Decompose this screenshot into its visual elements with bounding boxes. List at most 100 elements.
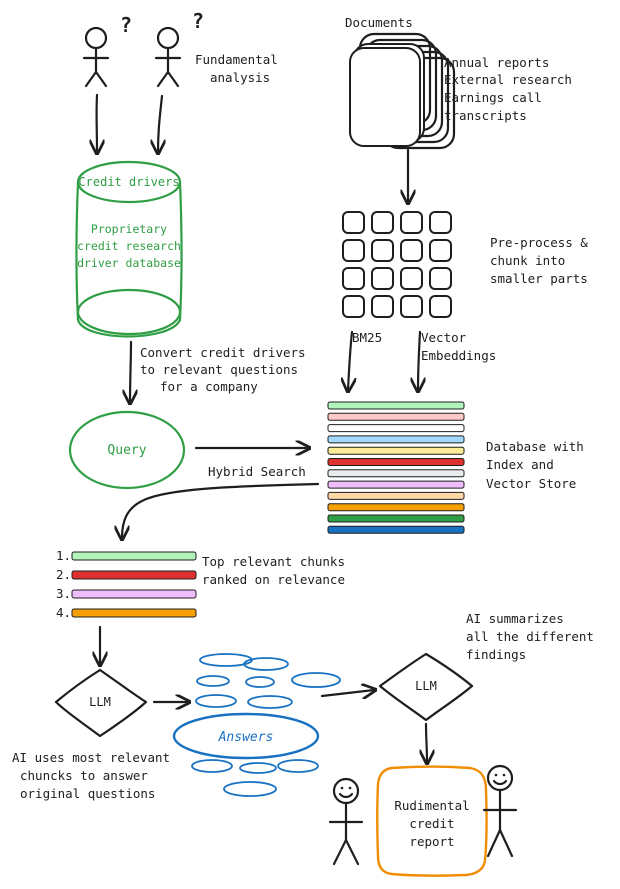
rank-number: 2. — [56, 567, 71, 582]
chunk-cell — [342, 239, 365, 262]
ranked-chunks-list: 1. 2. 3. 4. — [56, 548, 197, 620]
chunk-cell — [342, 267, 365, 290]
svg-text:Vector: Vector — [421, 330, 467, 345]
top-chunks-label: Top relevant chunks ranked on relevance — [202, 554, 345, 587]
store-layer — [327, 401, 465, 410]
vector-embeddings-label: Vector Embeddings — [421, 330, 496, 363]
answers-main-ellipse — [172, 712, 320, 760]
vector-store-stack — [327, 401, 465, 534]
chunk-grid-icon — [342, 211, 452, 318]
chunk-cell — [400, 211, 423, 234]
bm25-label: BM25 — [352, 330, 382, 345]
ai-summarizes-label: AI summarizes all the different findings — [466, 611, 594, 662]
store-layer — [327, 480, 465, 489]
stick-figure-icon — [482, 764, 518, 858]
store-layer — [327, 458, 465, 466]
store-layer — [327, 424, 465, 433]
stick-figure-icon — [328, 777, 364, 866]
stick-figure-icon — [82, 26, 110, 88]
arrow-vector-to-store — [418, 330, 420, 390]
hybrid-search-label: Hybrid Search — [208, 464, 306, 479]
store-layer — [327, 435, 465, 444]
arrow-answers-to-llm — [320, 690, 374, 696]
document-types-label: Annual reports External research Earning… — [444, 55, 572, 123]
answers-cluster: Answers — [172, 653, 341, 797]
ai-uses-label: AI uses most relevant chuncks to answer … — [12, 750, 170, 801]
svg-text:External research: External research — [444, 72, 572, 87]
ranked-chunk-bar — [71, 551, 197, 561]
svg-text:Top relevant chunks: Top relevant chunks — [202, 554, 345, 569]
credit-drivers-label: Credit drivers — [78, 175, 179, 189]
svg-text:ranked on relevance: ranked on relevance — [202, 572, 345, 587]
ranked-chunk-bar — [71, 608, 197, 618]
fundamental-analysis-label: Fundamental analysis — [195, 52, 278, 85]
chunk-cell — [429, 239, 452, 262]
arrow-db-to-query — [130, 340, 131, 402]
svg-text:Pre-process &: Pre-process & — [490, 235, 588, 250]
arrow-store-to-ranked — [122, 482, 320, 538]
svg-text:Index and: Index and — [486, 457, 554, 472]
svg-text:analysis: analysis — [210, 70, 270, 85]
arrow-llm-to-report — [426, 722, 427, 762]
chunk-cell — [371, 239, 394, 262]
svg-text:for a company: for a company — [160, 379, 258, 394]
svg-text:all the different: all the different — [466, 629, 594, 644]
store-layer — [327, 503, 465, 512]
svg-text:Earnings call: Earnings call — [444, 90, 542, 105]
documents-label: Documents — [345, 15, 413, 30]
llm-node-first: LLM — [54, 668, 148, 738]
svg-text:Proprietary: Proprietary — [91, 222, 167, 236]
svg-text:to relevant questions: to relevant questions — [140, 362, 298, 377]
svg-text:Database with: Database with — [486, 439, 584, 454]
arrow-figure-right-to-db — [158, 94, 162, 152]
svg-text:Query: Query — [107, 443, 146, 458]
svg-text:Annual reports: Annual reports — [444, 55, 549, 70]
svg-text:chuncks to answer: chuncks to answer — [20, 768, 148, 783]
document-stack-icon — [349, 32, 456, 150]
svg-text:report: report — [409, 834, 454, 849]
store-layer — [327, 525, 465, 534]
store-layer — [327, 469, 465, 478]
store-layer — [327, 514, 465, 523]
database-store-label: Database with Index and Vector Store — [486, 439, 584, 491]
svg-text:findings: findings — [466, 647, 526, 662]
ranked-chunk-bar — [71, 570, 197, 580]
query-node: Query — [68, 410, 186, 490]
arrow-bm25-to-store — [348, 330, 352, 390]
preprocess-label: Pre-process & chunk into smaller parts — [490, 235, 588, 286]
rank-number: 3. — [56, 586, 71, 601]
answers-label: Answers — [218, 730, 274, 745]
chunk-cell — [400, 239, 423, 262]
llm-node-second: LLM — [378, 652, 474, 722]
stick-figure-icon — [154, 26, 182, 88]
svg-text:smaller parts: smaller parts — [490, 271, 588, 286]
svg-text:LLM: LLM — [415, 679, 437, 693]
chunk-cell — [371, 267, 394, 290]
chunk-cell — [400, 295, 423, 318]
ranked-chunk-bar — [71, 589, 197, 599]
store-layer — [327, 491, 465, 500]
convert-label: Convert credit drivers to relevant quest… — [140, 345, 306, 394]
question-mark-right: ? — [192, 9, 204, 33]
svg-text:driver database: driver database — [77, 256, 181, 270]
svg-text:Rudimental: Rudimental — [394, 798, 469, 813]
chunk-cell — [371, 211, 394, 234]
svg-text:AI summarizes: AI summarizes — [466, 611, 564, 626]
svg-text:AI uses most relevant: AI uses most relevant — [12, 750, 170, 765]
rank-number: 4. — [56, 605, 71, 620]
analyst-figure-left: ? — [82, 13, 132, 88]
rank-number: 1. — [56, 548, 71, 563]
analyst-figure-right: ? — [154, 9, 204, 88]
svg-text:original questions: original questions — [20, 786, 155, 801]
chunk-cell — [429, 211, 452, 234]
happy-figure-left — [328, 777, 364, 866]
store-layer — [327, 446, 465, 455]
svg-text:Convert credit drivers: Convert credit drivers — [140, 345, 306, 360]
svg-text:Fundamental: Fundamental — [195, 52, 278, 67]
chunk-cell — [371, 295, 394, 318]
chunk-cell — [342, 211, 365, 234]
chunk-cell — [429, 295, 452, 318]
svg-text:Embeddings: Embeddings — [421, 348, 496, 363]
credit-drivers-top — [76, 160, 182, 204]
